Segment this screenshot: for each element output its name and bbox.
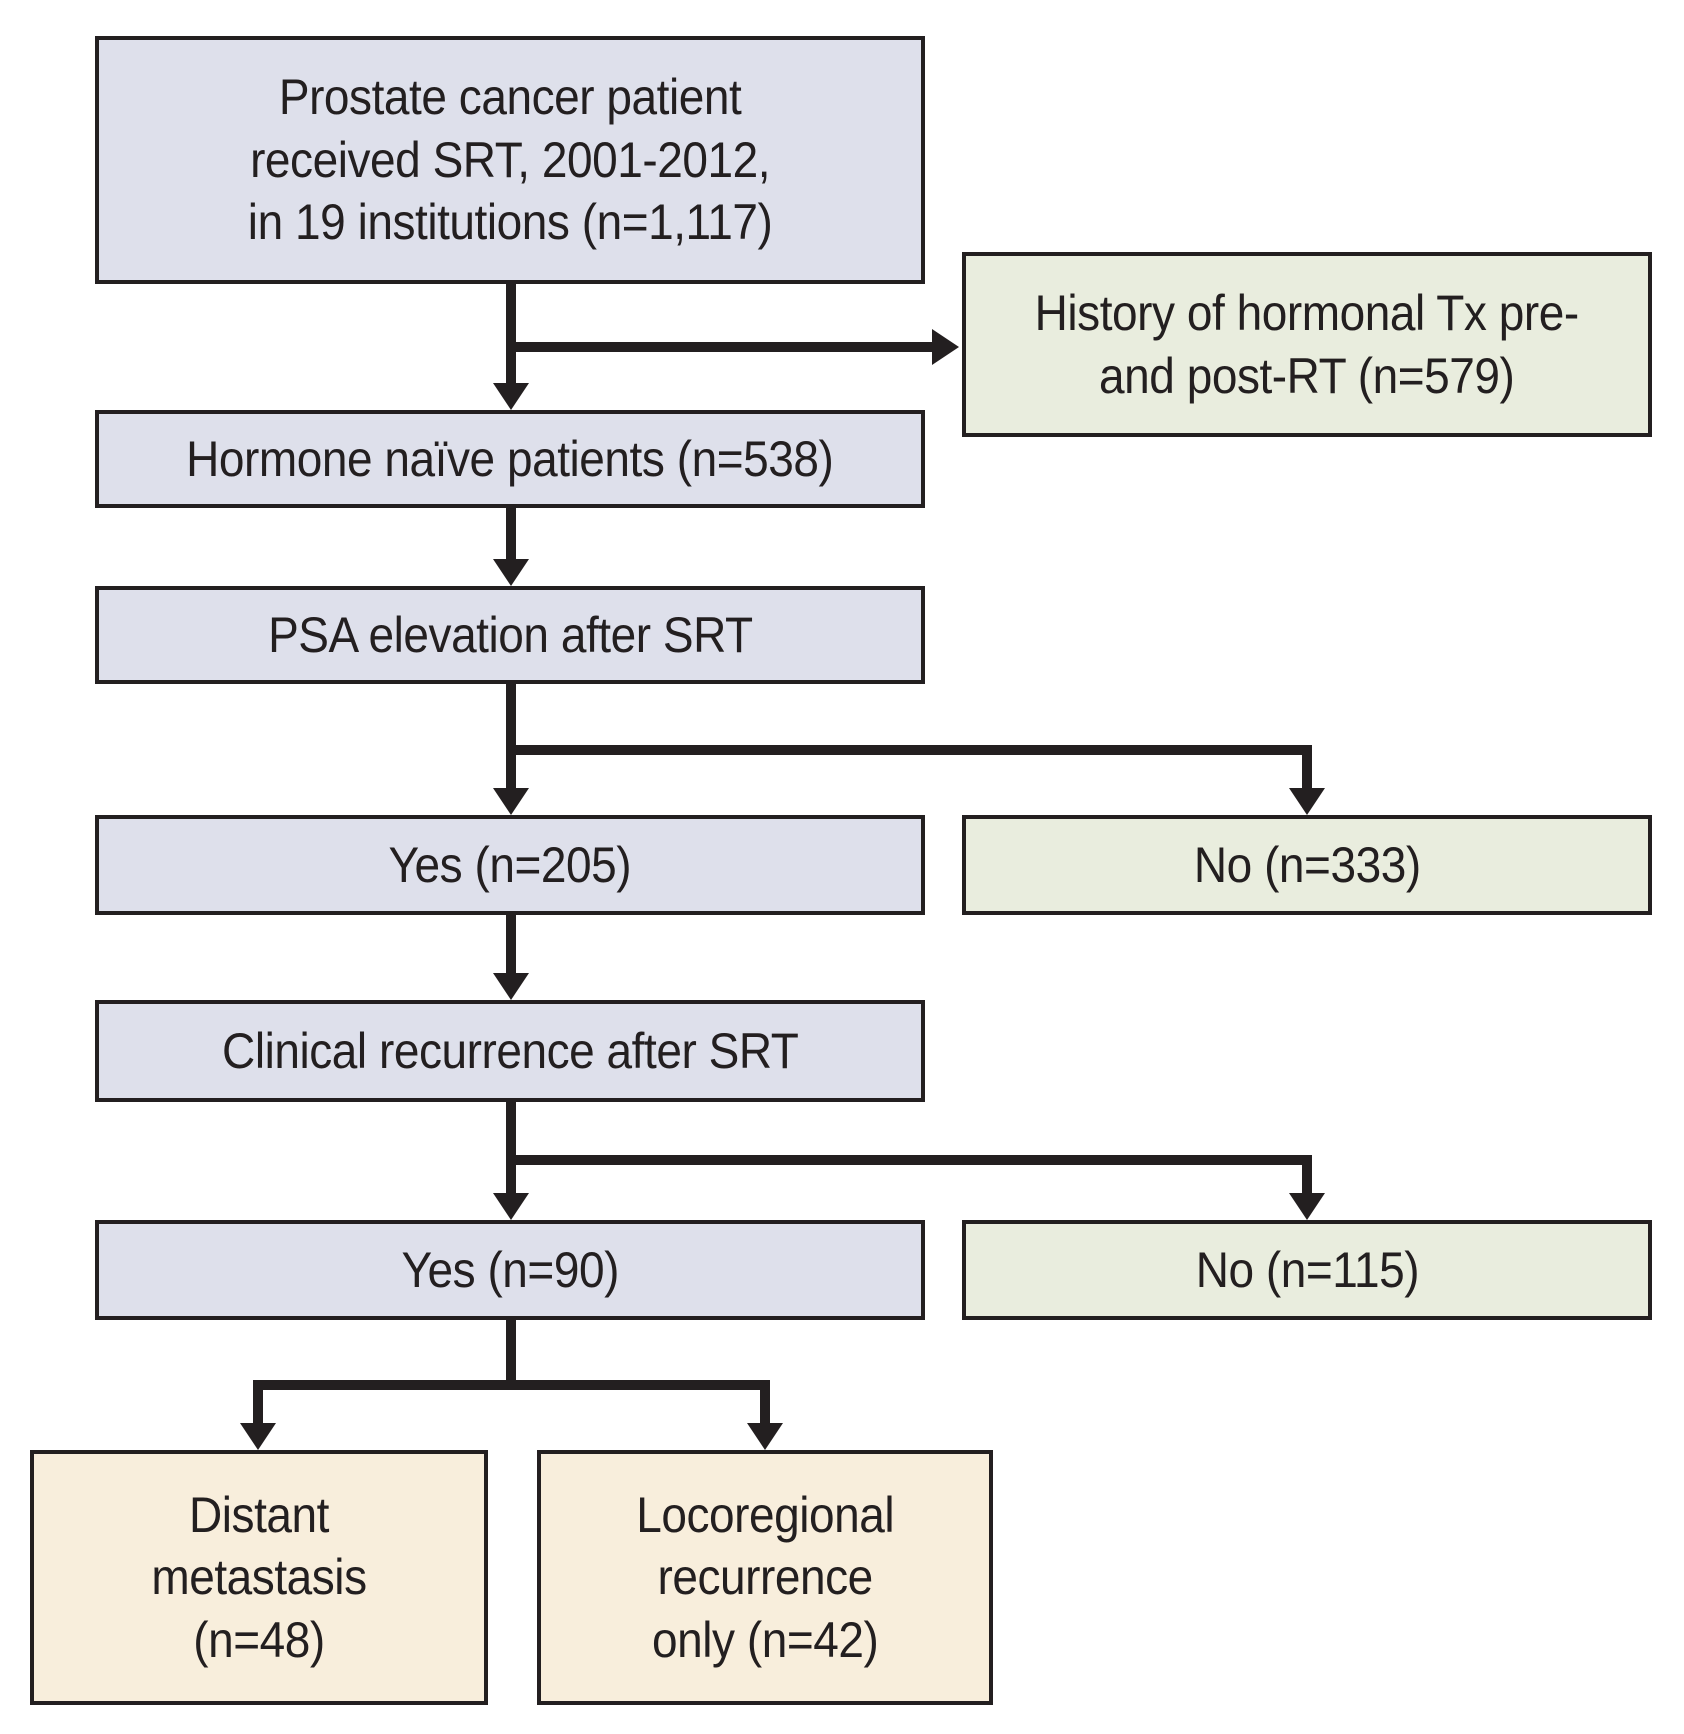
connector-outcome-left-v xyxy=(253,1380,263,1425)
node-distant-metastasis: Distant metastasis (n=48) xyxy=(30,1450,488,1705)
arrowhead-into-distant xyxy=(240,1423,276,1450)
arrowhead-into-hormone-naive xyxy=(493,383,529,410)
node-clinical-recurrence-label: Clinical recurrence after SRT xyxy=(221,1022,799,1079)
node-psa-yes: Yes (n=205) xyxy=(95,815,925,915)
arrowhead-into-locoregional xyxy=(747,1423,783,1450)
arrowhead-into-clinical xyxy=(493,973,529,1000)
node-prostate-cancer-srt-label: Prostate cancer patient received SRT, 20… xyxy=(247,69,773,251)
connector-clinical-branch-v xyxy=(1302,1155,1312,1197)
connector-psa-stem xyxy=(506,684,516,790)
connector-srt-stem xyxy=(506,284,516,385)
connector-outcome-right-v xyxy=(760,1380,770,1425)
connector-branch-to-history xyxy=(506,342,932,352)
node-recurrence-yes-label: Yes (n=90) xyxy=(401,1241,619,1298)
node-hormone-naive-label: Hormone naïve patients (n=538) xyxy=(186,430,834,487)
connector-clinical-branch-h xyxy=(506,1155,1312,1165)
arrowhead-into-psa-yes xyxy=(493,788,529,815)
node-hormone-naive: Hormone naïve patients (n=538) xyxy=(95,410,925,508)
node-psa-no-label: No (n=333) xyxy=(1193,836,1421,893)
arrowhead-into-psa xyxy=(493,559,529,586)
node-recurrence-yes: Yes (n=90) xyxy=(95,1220,925,1320)
node-history-hormonal-tx-label: History of hormonal Tx pre- and post-RT … xyxy=(1034,285,1580,404)
connector-clinical-stem xyxy=(506,1102,516,1195)
connector-psa-branch-v xyxy=(1302,745,1312,792)
connector-outcome-stem xyxy=(506,1320,516,1390)
arrowhead-into-recurrence-no xyxy=(1289,1193,1325,1220)
node-clinical-recurrence: Clinical recurrence after SRT xyxy=(95,1000,925,1102)
node-recurrence-no: No (n=115) xyxy=(962,1220,1652,1320)
node-history-hormonal-tx: History of hormonal Tx pre- and post-RT … xyxy=(962,252,1652,437)
connector-yes-to-clinical xyxy=(506,915,516,975)
arrowhead-into-history xyxy=(932,329,959,365)
connector-psa-branch-h xyxy=(506,745,1312,755)
node-recurrence-no-label: No (n=115) xyxy=(1195,1241,1419,1298)
connector-hormone-to-psa xyxy=(506,508,516,561)
node-locoregional-recurrence: Locoregional recurrence only (n=42) xyxy=(537,1450,993,1705)
connector-outcome-bar xyxy=(253,1380,770,1390)
node-distant-metastasis-label: Distant metastasis (n=48) xyxy=(151,1486,367,1668)
node-psa-yes-label: Yes (n=205) xyxy=(388,836,632,893)
node-locoregional-recurrence-label: Locoregional recurrence only (n=42) xyxy=(636,1486,894,1668)
node-psa-elevation: PSA elevation after SRT xyxy=(95,586,925,684)
arrowhead-into-recurrence-yes xyxy=(493,1193,529,1220)
arrowhead-into-psa-no xyxy=(1289,788,1325,815)
node-prostate-cancer-srt: Prostate cancer patient received SRT, 20… xyxy=(95,36,925,284)
node-psa-elevation-label: PSA elevation after SRT xyxy=(267,606,753,663)
node-psa-no: No (n=333) xyxy=(962,815,1652,915)
